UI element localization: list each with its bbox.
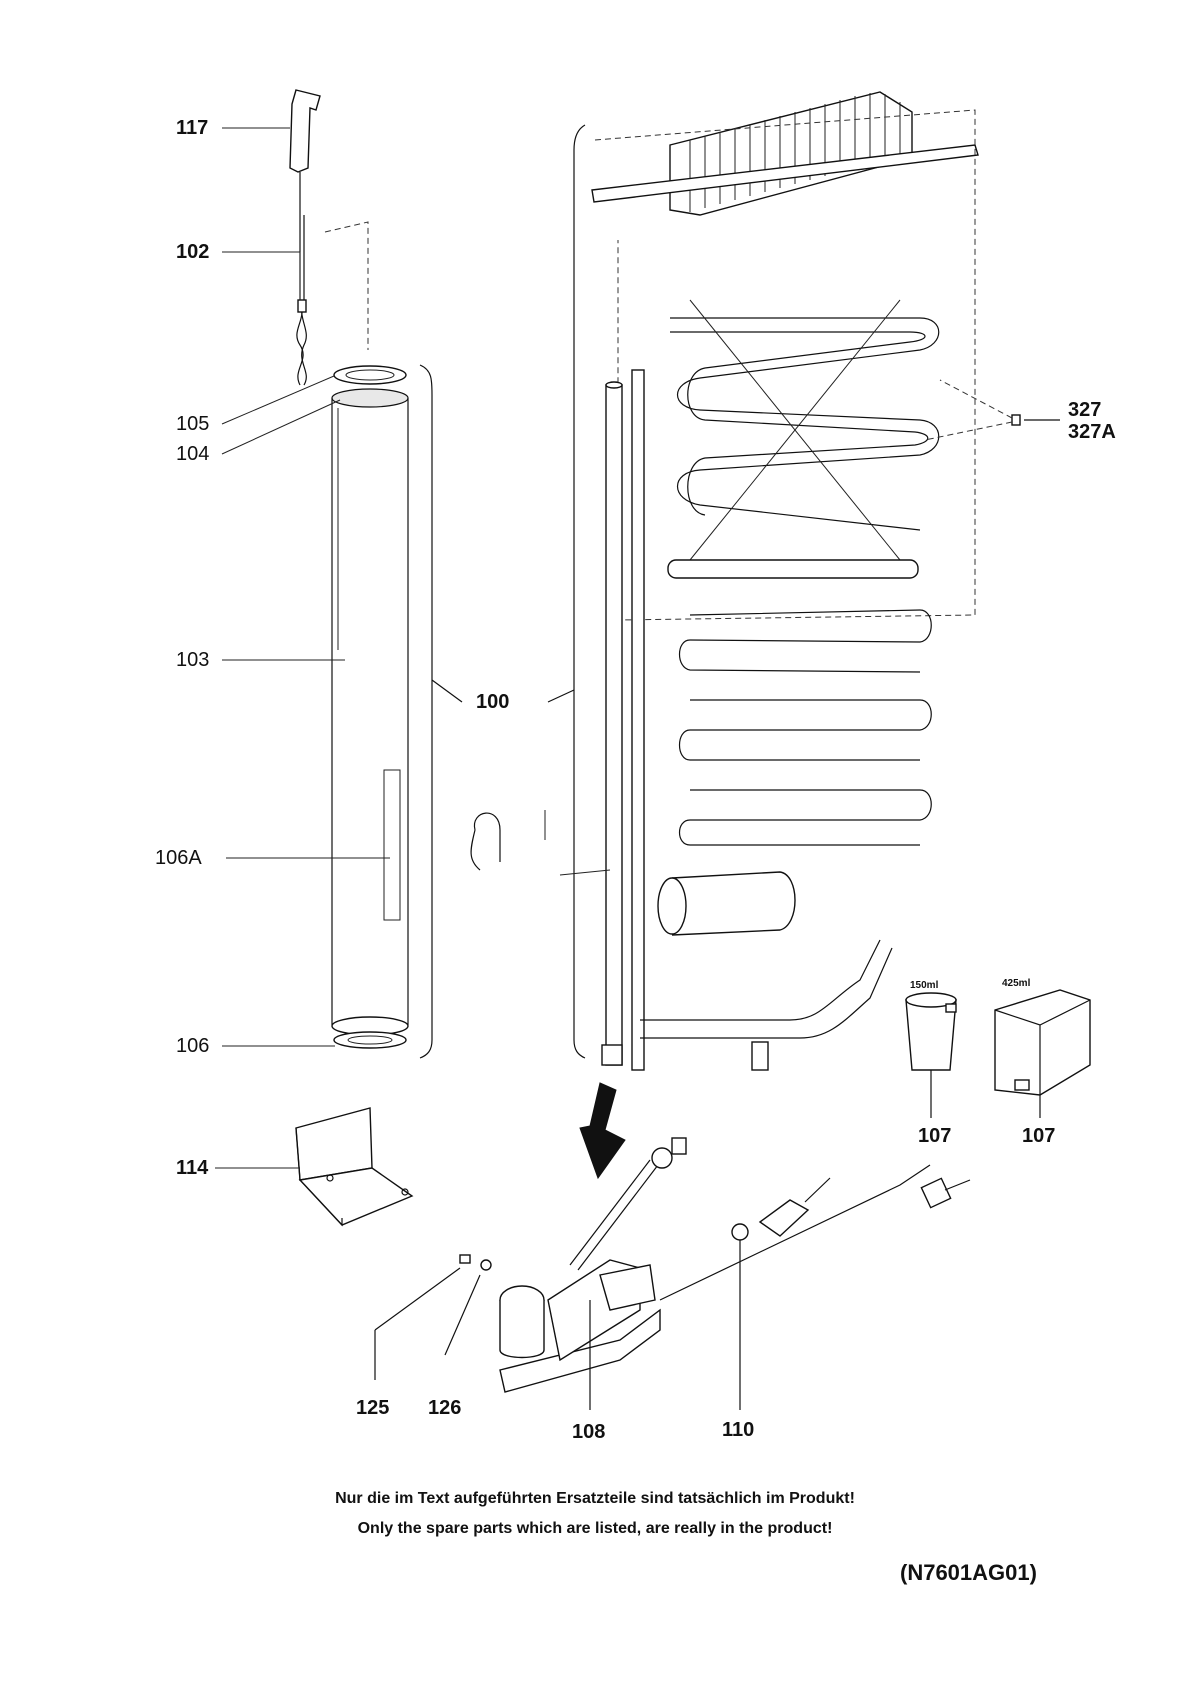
label-114: 114 — [176, 1157, 209, 1179]
caption-150ml: 150ml — [910, 980, 939, 991]
part-104-insulation-top — [331, 388, 409, 408]
part-107-container-150ml — [905, 992, 957, 1118]
label-104: 104 — [176, 443, 210, 465]
label-108: 108 — [572, 1421, 606, 1443]
caption-425ml: 425ml — [1002, 978, 1031, 989]
part-126-washer — [444, 1259, 492, 1356]
label-107-large: 107 — [1022, 1125, 1056, 1147]
label-102: 102 — [176, 241, 210, 263]
note-german: Nur die im Text aufgeführten Ersatzteile… — [335, 1490, 855, 1507]
label-106: 106 — [176, 1035, 210, 1057]
label-106A: 106A — [155, 847, 202, 869]
label-107-small: 107 — [918, 1125, 952, 1147]
label-327: 327 — [1068, 399, 1102, 421]
label-105: 105 — [176, 413, 210, 435]
part-106-ring — [331, 1016, 409, 1049]
label-126: 126 — [428, 1397, 462, 1419]
part-108-burner — [499, 1137, 687, 1410]
cooling-unit-100 — [591, 91, 979, 1071]
leader-lines — [215, 127, 390, 1169]
part-103-insulation-tube — [331, 398, 409, 1025]
part-107-container-425ml — [994, 989, 1091, 1118]
part-125-screw — [374, 1254, 471, 1380]
part-117-handle — [289, 89, 321, 215]
label-327A: 327A — [1068, 421, 1116, 443]
part-114-shield — [295, 1107, 414, 1227]
label-103: 103 — [176, 649, 210, 671]
label-125: 125 — [356, 1397, 390, 1419]
part-102-wire — [296, 215, 307, 386]
part-105-ring — [333, 365, 407, 385]
arrow-down-icon — [579, 1082, 626, 1180]
part-327-clip — [924, 379, 1060, 441]
document-id: (N7601AG01) — [900, 1560, 1037, 1585]
label-110: 110 — [722, 1419, 755, 1441]
part-110-thermocouple — [659, 1164, 971, 1410]
note-english: Only the spare parts which are listed, a… — [357, 1520, 833, 1537]
label-117: 117 — [176, 117, 209, 139]
label-100: 100 — [476, 691, 510, 713]
